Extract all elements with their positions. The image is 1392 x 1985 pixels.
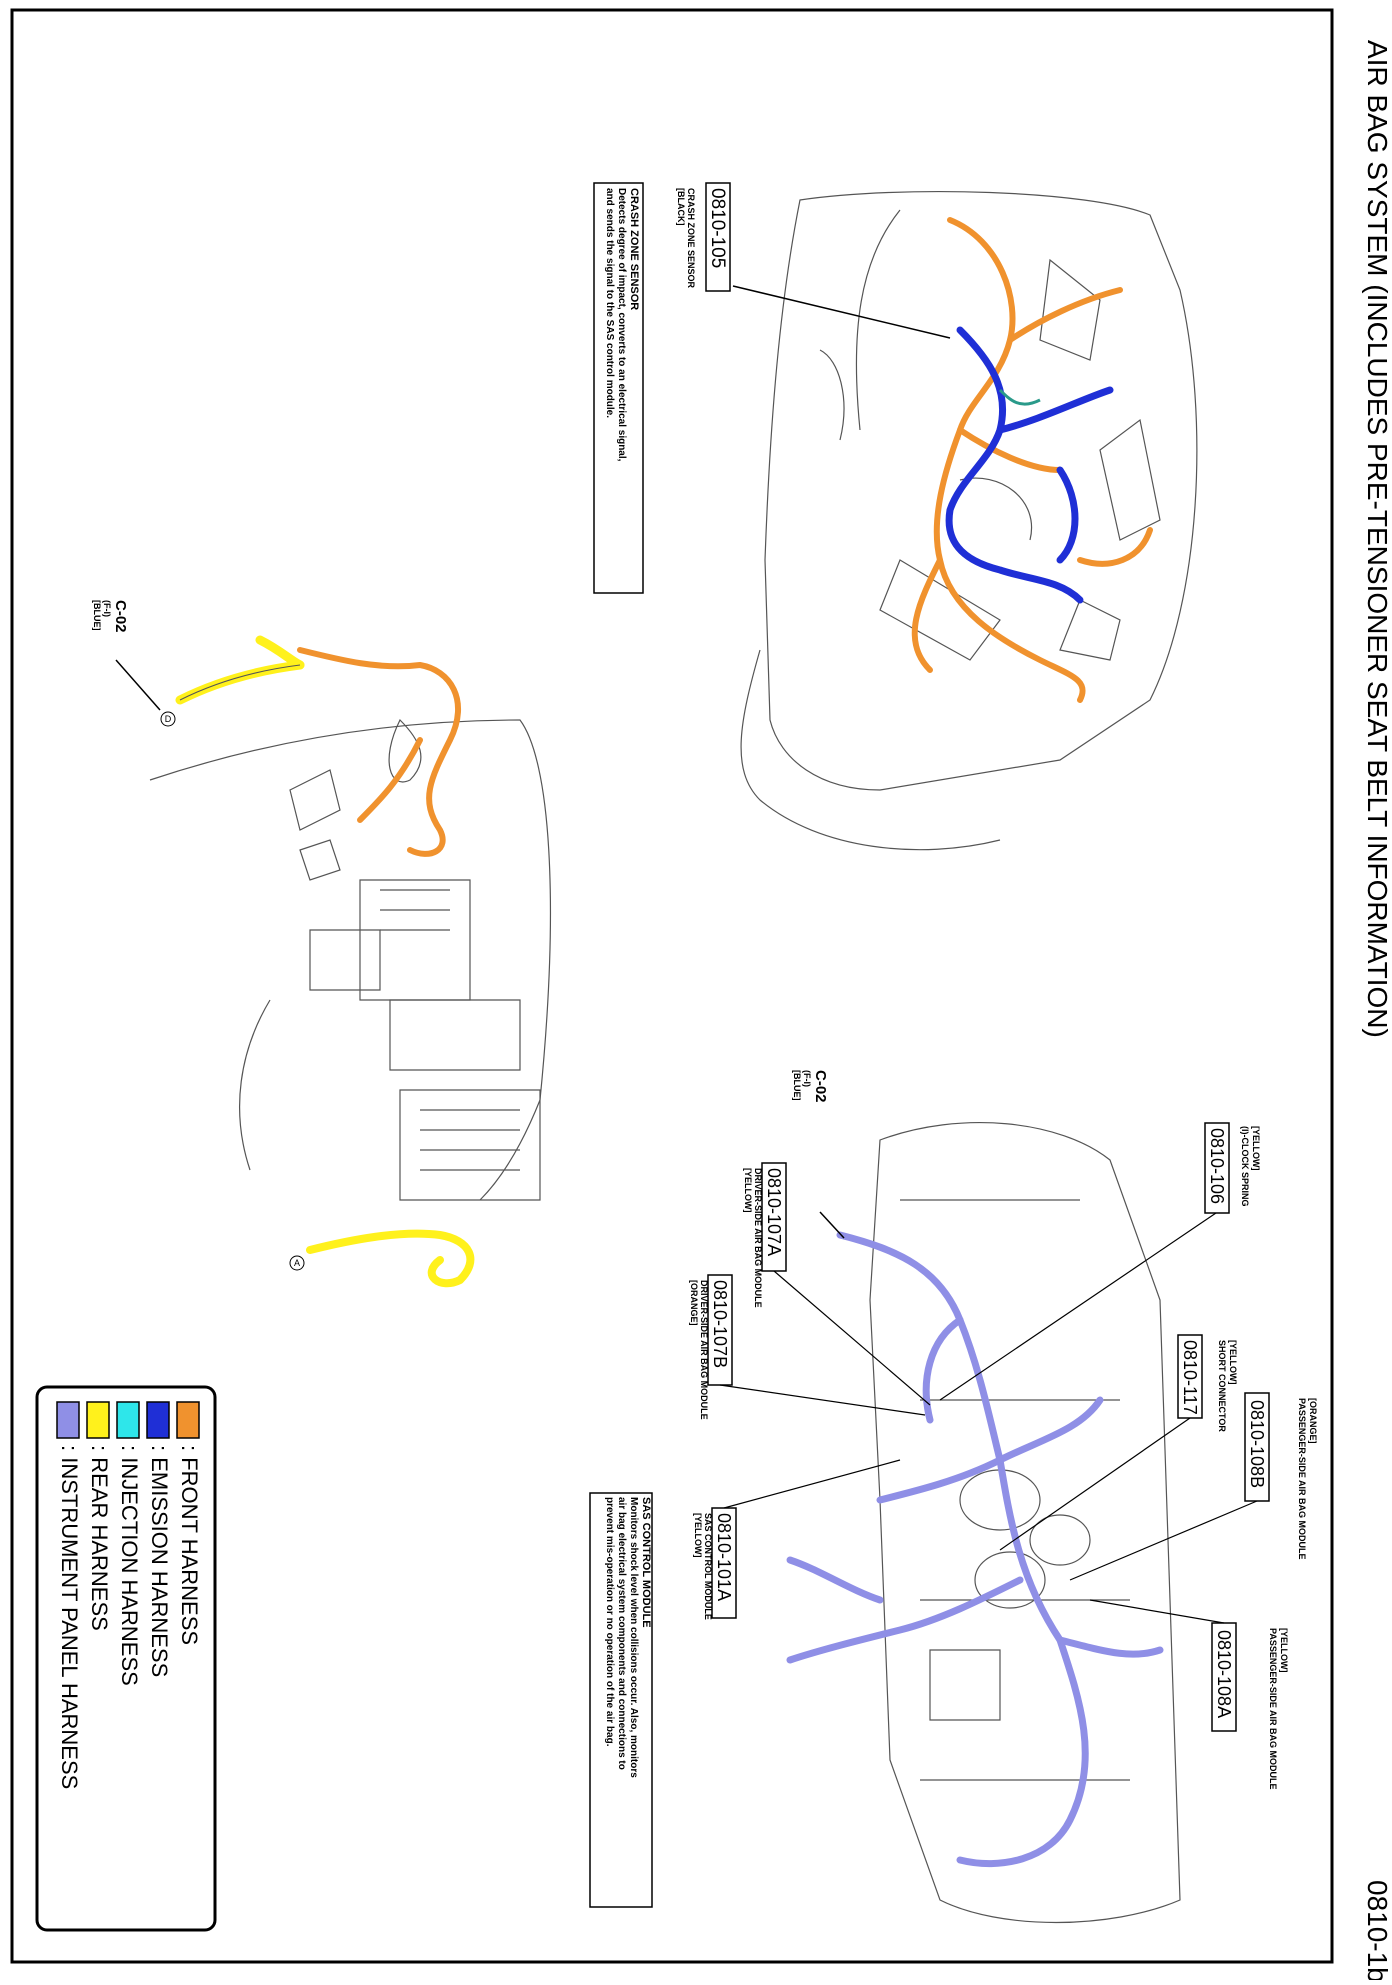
floor-front-harness: [297, 647, 462, 857]
c106-color: [YELLOW]: [1251, 1126, 1261, 1171]
c117-box: [1177, 1334, 1203, 1419]
injection-harness-wiring: [998, 388, 1041, 406]
legend-label-instrument-panel: : INSTRUMENT PANEL HARNESS: [57, 1445, 82, 1789]
c106-code: 0810-106: [1207, 1128, 1227, 1204]
crash-zone-desc-title: CRASH ZONE SENSOR: [628, 188, 640, 310]
sas-description-box: [589, 1492, 653, 1908]
c02-left-leader: [115, 659, 161, 711]
c107b-box: [707, 1274, 733, 1386]
c108a-name: PASSENGER-SIDE AIR BAG MODULE: [1268, 1628, 1278, 1790]
crash-zone-desc-line-1: Detects degree of impact, converts to an…: [616, 188, 627, 462]
instrument-panel-drawing: [869, 1121, 1181, 1924]
legend-swatch-injection: [116, 1401, 140, 1439]
engine-compartment-drawing: [740, 190, 1198, 851]
c02-left-code: C-02: [112, 600, 129, 633]
c117-color: [YELLOW]: [1228, 1340, 1238, 1385]
marker-d: [160, 711, 176, 727]
sas-title: SAS CONTROL MODULE: [640, 1497, 652, 1628]
c107a-code: 0810-107A: [764, 1168, 784, 1256]
c108b-color: [ORANGE]: [1308, 1398, 1318, 1444]
floor-rear-harness: [175, 635, 305, 705]
legend-swatch-front: [176, 1401, 200, 1439]
c02-left-sub: (F-I): [102, 600, 112, 617]
legend-box: [35, 1385, 217, 1932]
crash-zone-code: 0810-105: [707, 188, 728, 268]
c117-name: SHORT CONNECTOR: [1217, 1340, 1227, 1432]
c117-leader: [999, 1417, 1191, 1551]
instrument-panel-harness: [786, 1231, 1164, 1868]
c107b-code: 0810-107B: [710, 1280, 730, 1368]
c108a-leader: [1089, 1599, 1225, 1624]
crash-zone-code-box: [705, 182, 731, 292]
crash-zone-desc-line-2: and sends the signal to the SAS control …: [604, 188, 615, 418]
c107b-name: DRIVER-SIDE AIR BAG MODULE: [699, 1280, 709, 1420]
front-harness-wiring: [911, 217, 1153, 703]
c108b-leader: [1069, 1500, 1258, 1581]
legend-label-front: : FRONT HARNESS: [177, 1445, 202, 1645]
marker-a: [289, 1255, 305, 1271]
page-border: [10, 8, 1334, 1964]
c107a-name: DRIVER-SIDE AIR BAG MODULE: [753, 1168, 763, 1308]
crash-zone-color: [BLACK]: [676, 188, 686, 226]
c02-right-leader: [819, 1211, 845, 1239]
floor-rear-harness-lower: [306, 1229, 475, 1288]
crash-zone-description-box: [593, 182, 644, 594]
c101a-color: [YELLOW]: [693, 1513, 703, 1558]
marker-d-label: D: [165, 714, 172, 724]
legend-swatch-instrument-panel: [56, 1401, 80, 1439]
c108b-box: [1244, 1392, 1270, 1502]
c106-leader: [939, 1212, 1217, 1401]
c107b-color: [ORANGE]: [689, 1280, 699, 1326]
c117-code: 0810-117: [1180, 1340, 1200, 1415]
c106-name: (I)-CLOCK SPRING: [1240, 1126, 1250, 1207]
c108a-color: [YELLOW]: [1279, 1628, 1289, 1673]
c108b-name: PASSENGER-SIDE AIR BAG MODULE: [1297, 1398, 1307, 1560]
sas-line-1: Monitors shock level when collisions occ…: [628, 1497, 639, 1778]
floor-area-drawing: [149, 718, 552, 1201]
floor-rear-harness-outline: [179, 664, 301, 701]
marker-a-label: A: [294, 1258, 300, 1268]
c02-left-color: [BLUE]: [92, 600, 102, 631]
legend-label-rear: : REAR HARNESS: [87, 1445, 112, 1631]
c106-box: [1204, 1122, 1230, 1214]
legend-swatch-emission: [146, 1401, 170, 1439]
sas-line-3: prevent mis-operation or no operation of…: [604, 1497, 615, 1747]
page-number: 0810-1b: [1362, 1880, 1392, 1980]
page-title: AIR BAG SYSTEM (INCLUDES PRE-TENSIONER S…: [1362, 40, 1392, 1038]
legend-label-emission: : EMISSION HARNESS: [147, 1445, 172, 1677]
c101a-code: 0810-101A: [714, 1513, 734, 1601]
c107a-box: [761, 1162, 787, 1272]
c108a-code: 0810-108A: [1214, 1630, 1234, 1718]
legend-label-injection: : INJECTION HARNESS: [117, 1445, 142, 1686]
c02-right-code: C-02: [812, 1070, 829, 1103]
crash-zone-name: CRASH ZONE SENSOR: [686, 188, 696, 289]
c108b-code: 0810-108B: [1247, 1400, 1267, 1488]
legend-swatch-rear: [86, 1401, 110, 1439]
c101a-name: SAS CONTROL MODULE: [703, 1513, 713, 1620]
c101a-leader: [723, 1459, 901, 1509]
c107a-color: [YELLOW]: [743, 1168, 753, 1213]
c107a-leader: [773, 1270, 931, 1406]
c02-right-sub: (F-I): [802, 1070, 812, 1087]
c107b-leader: [719, 1384, 926, 1416]
sas-line-2: air bag electrical system components and…: [616, 1497, 627, 1770]
crash-zone-leader: [732, 285, 951, 339]
legend: : FRONT HARNESS : EMISSION HARNESS : INJ…: [56, 1401, 202, 1789]
c02-right-color: [BLUE]: [792, 1070, 802, 1101]
